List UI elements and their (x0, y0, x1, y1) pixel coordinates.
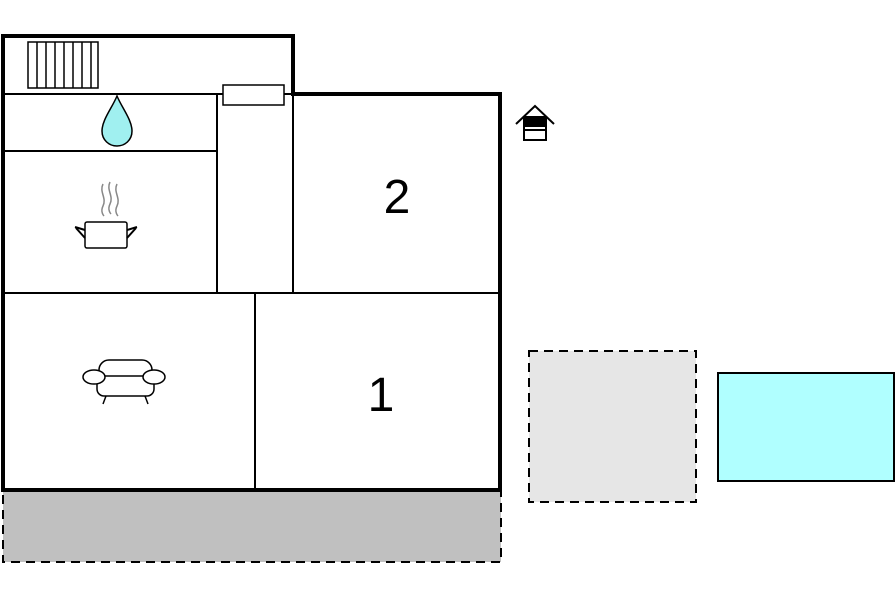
parking-area (528, 350, 697, 503)
room-label-2: 2 (384, 171, 411, 224)
sofa-icon (82, 359, 166, 405)
water-drop-icon (101, 94, 133, 147)
house-entrance-icon (515, 104, 555, 141)
pool (717, 372, 895, 482)
interior-walls (4, 93, 500, 490)
window-element (222, 84, 285, 106)
exterior-walls (1, 34, 502, 492)
cooking-pot-icon (74, 181, 138, 249)
room-label-1: 1 (368, 369, 395, 422)
terrace (2, 490, 502, 563)
radiator-icon (27, 41, 99, 89)
